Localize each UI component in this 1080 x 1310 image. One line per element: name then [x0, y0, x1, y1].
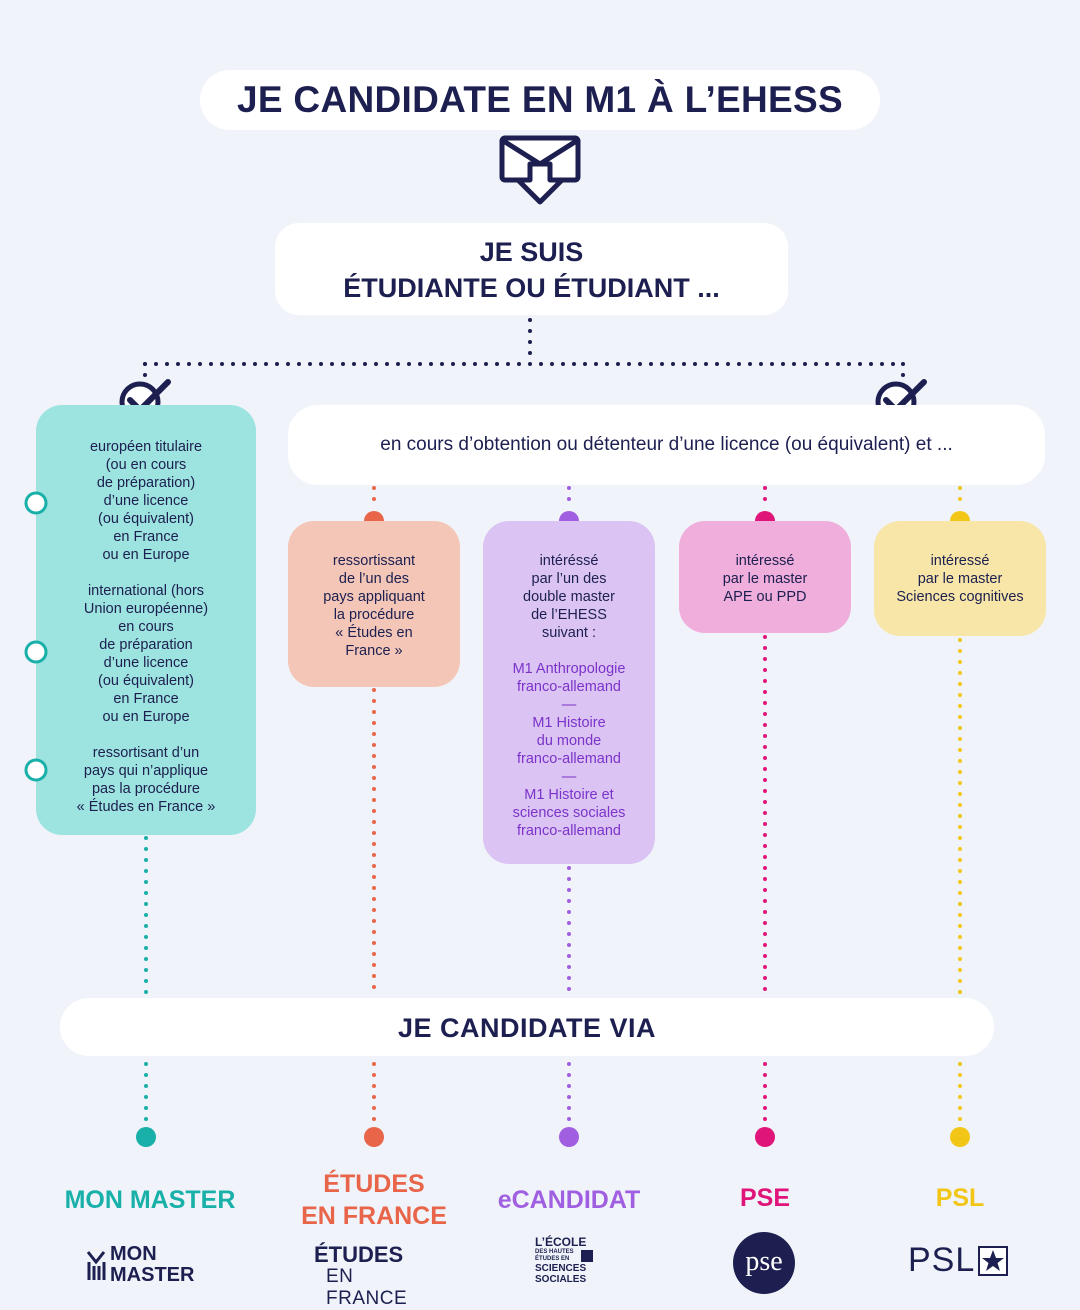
- psl-logo: PSL: [908, 1240, 1018, 1280]
- sciences-cognitives-box: intéressé par le master Sciences cogniti…: [874, 521, 1046, 636]
- m1-anthropologie: M1 Anthropologie: [512, 661, 626, 677]
- page-title: JE CANDIDATE EN M1 À L’EHESS: [200, 70, 880, 130]
- ehess-logo-line-2: DES HAUTES: [535, 1249, 574, 1255]
- je-candidate-via: JE CANDIDATE VIA: [60, 998, 994, 1056]
- teal-line: (ou équivalent): [98, 673, 194, 689]
- ehess-logo-line-5: SOCIALES: [535, 1274, 587, 1285]
- ehess-logo-square: [581, 1250, 593, 1262]
- psl-logo-text: PSL: [908, 1241, 976, 1279]
- mon-master-logo-mark: [86, 1251, 106, 1280]
- psl-label: PSL: [935, 1184, 985, 1212]
- pse-logo-text: pse: [745, 1246, 783, 1277]
- pink-line: APE ou PPD: [723, 589, 807, 605]
- m1-histoire-ss: M1 Histoire et: [524, 787, 614, 803]
- orange-line: la procédure: [333, 607, 415, 623]
- envelope-download-icon: [499, 135, 581, 205]
- ehess-logo-line-4: SCIENCES: [535, 1263, 587, 1274]
- etudes-en-france-logo: ÉTUDES EN FRANCE: [310, 1242, 440, 1310]
- teal-line: européen titulaire: [89, 439, 203, 455]
- teal-line: pays qui n’applique: [83, 763, 209, 779]
- mon-master-label: MON MASTER: [64, 1186, 236, 1214]
- teal-ring-2: [24, 640, 48, 664]
- orange-end-dot: [364, 1127, 384, 1147]
- ehess-logo-line-1: L’ÉCOLE: [535, 1235, 587, 1249]
- teal-line: de préparation): [96, 475, 196, 491]
- purple-intro: double master: [523, 589, 615, 605]
- m1-histoire-ss: franco-allemand: [517, 823, 621, 839]
- double-master-box: intéréssé par l’un des double master de …: [483, 521, 655, 864]
- orange-line: France »: [345, 643, 403, 659]
- etudes-logo-line-2: EN FRANCE: [326, 1266, 408, 1309]
- yellow-end-dot: [950, 1127, 970, 1147]
- m1-histoire-ss: sciences sociales: [512, 805, 626, 821]
- orange-line: ressortissant: [332, 553, 416, 569]
- yellow-line: par le master: [917, 571, 1003, 587]
- etudes-en-france-label: ÉTUDES EN FRANCE: [274, 1168, 474, 1232]
- separator: —: [561, 769, 577, 785]
- pink-end-dot: [755, 1127, 775, 1147]
- teal-line: international (hors: [87, 583, 205, 599]
- teal-line: (ou en cours: [105, 457, 187, 473]
- orange-line: de l’un des: [338, 571, 410, 587]
- pse-label: PSE: [739, 1184, 791, 1212]
- yellow-line: intéressé: [930, 553, 990, 569]
- mon-master-logo: MON MASTER: [86, 1244, 216, 1288]
- yellow-line: Sciences cognitives: [896, 589, 1024, 605]
- orange-line: pays appliquant: [323, 589, 425, 605]
- licence-box: en cours d’obtention ou détenteur d’une …: [288, 405, 1045, 485]
- etudes-logo-line-1: ÉTUDES: [314, 1242, 404, 1267]
- etudes-en-france-box: ressortissant de l’un des pays appliquan…: [288, 521, 460, 687]
- purple-intro: par l’un des: [531, 571, 607, 587]
- ecandidat-label: eCANDIDAT: [497, 1186, 641, 1214]
- etudes-label-line-2: EN FRANCE: [301, 1202, 447, 1230]
- teal-bullet-rings: [24, 491, 48, 782]
- orange-line: « Études en: [335, 625, 413, 641]
- teal-end-dot: [136, 1127, 156, 1147]
- teal-ring-3: [24, 758, 48, 782]
- m1-histoire-monde: du monde: [536, 733, 602, 749]
- student-box: JE SUIS ÉTUDIANTE OU ÉTUDIANT ...: [275, 223, 788, 315]
- pink-line: par le master: [722, 571, 808, 587]
- teal-line: Union européenne): [83, 601, 209, 617]
- purple-intro: suivant :: [542, 625, 596, 641]
- teal-line: en France: [113, 529, 179, 545]
- student-line-1: JE SUIS: [479, 237, 584, 267]
- pink-line: intéressé: [735, 553, 795, 569]
- eu-international-box: européen titulaire (ou en cours de prépa…: [36, 405, 256, 835]
- psl-star-icon: [978, 1246, 1008, 1276]
- teal-line: ou en Europe: [102, 709, 190, 725]
- purple-end-dot: [559, 1127, 579, 1147]
- teal-line: d’une licence: [103, 655, 189, 671]
- teal-line: (ou équivalent): [98, 511, 194, 527]
- ehess-logo: L’ÉCOLE DES HAUTES ÉTUDES EN SCIENCES SO…: [535, 1236, 605, 1292]
- teal-line: en cours: [118, 619, 174, 635]
- teal-line: ou en Europe: [102, 547, 190, 563]
- purple-intro: de l’EHESS: [531, 607, 607, 623]
- etudes-label-line-1: ÉTUDES: [323, 1170, 425, 1198]
- student-line-2: ÉTUDIANTE OU ÉTUDIANT ...: [343, 273, 720, 303]
- m1-histoire-monde: M1 Histoire: [532, 715, 606, 731]
- mon-master-logo-line-2: MASTER: [110, 1264, 195, 1286]
- separator: —: [561, 697, 577, 713]
- teal-line: d’une licence: [103, 493, 189, 509]
- m1-histoire-monde: franco-allemand: [517, 751, 621, 767]
- ehess-logo-line-3: ÉTUDES EN: [535, 1256, 570, 1262]
- ape-ppd-box: intéressé par le master APE ou PPD: [679, 521, 851, 633]
- teal-line: « Études en France »: [76, 799, 216, 815]
- teal-line: de préparation: [99, 637, 193, 653]
- teal-line: en France: [113, 691, 179, 707]
- pse-logo: pse: [733, 1232, 795, 1294]
- teal-line: pas la procédure: [91, 781, 200, 797]
- purple-intro: intéréssé: [539, 553, 599, 569]
- m1-anthropologie: franco-allemand: [517, 679, 621, 695]
- teal-line: ressortisant d’un: [92, 745, 200, 761]
- mon-master-logo-line-1: MON: [110, 1243, 157, 1265]
- teal-ring-1: [24, 491, 48, 515]
